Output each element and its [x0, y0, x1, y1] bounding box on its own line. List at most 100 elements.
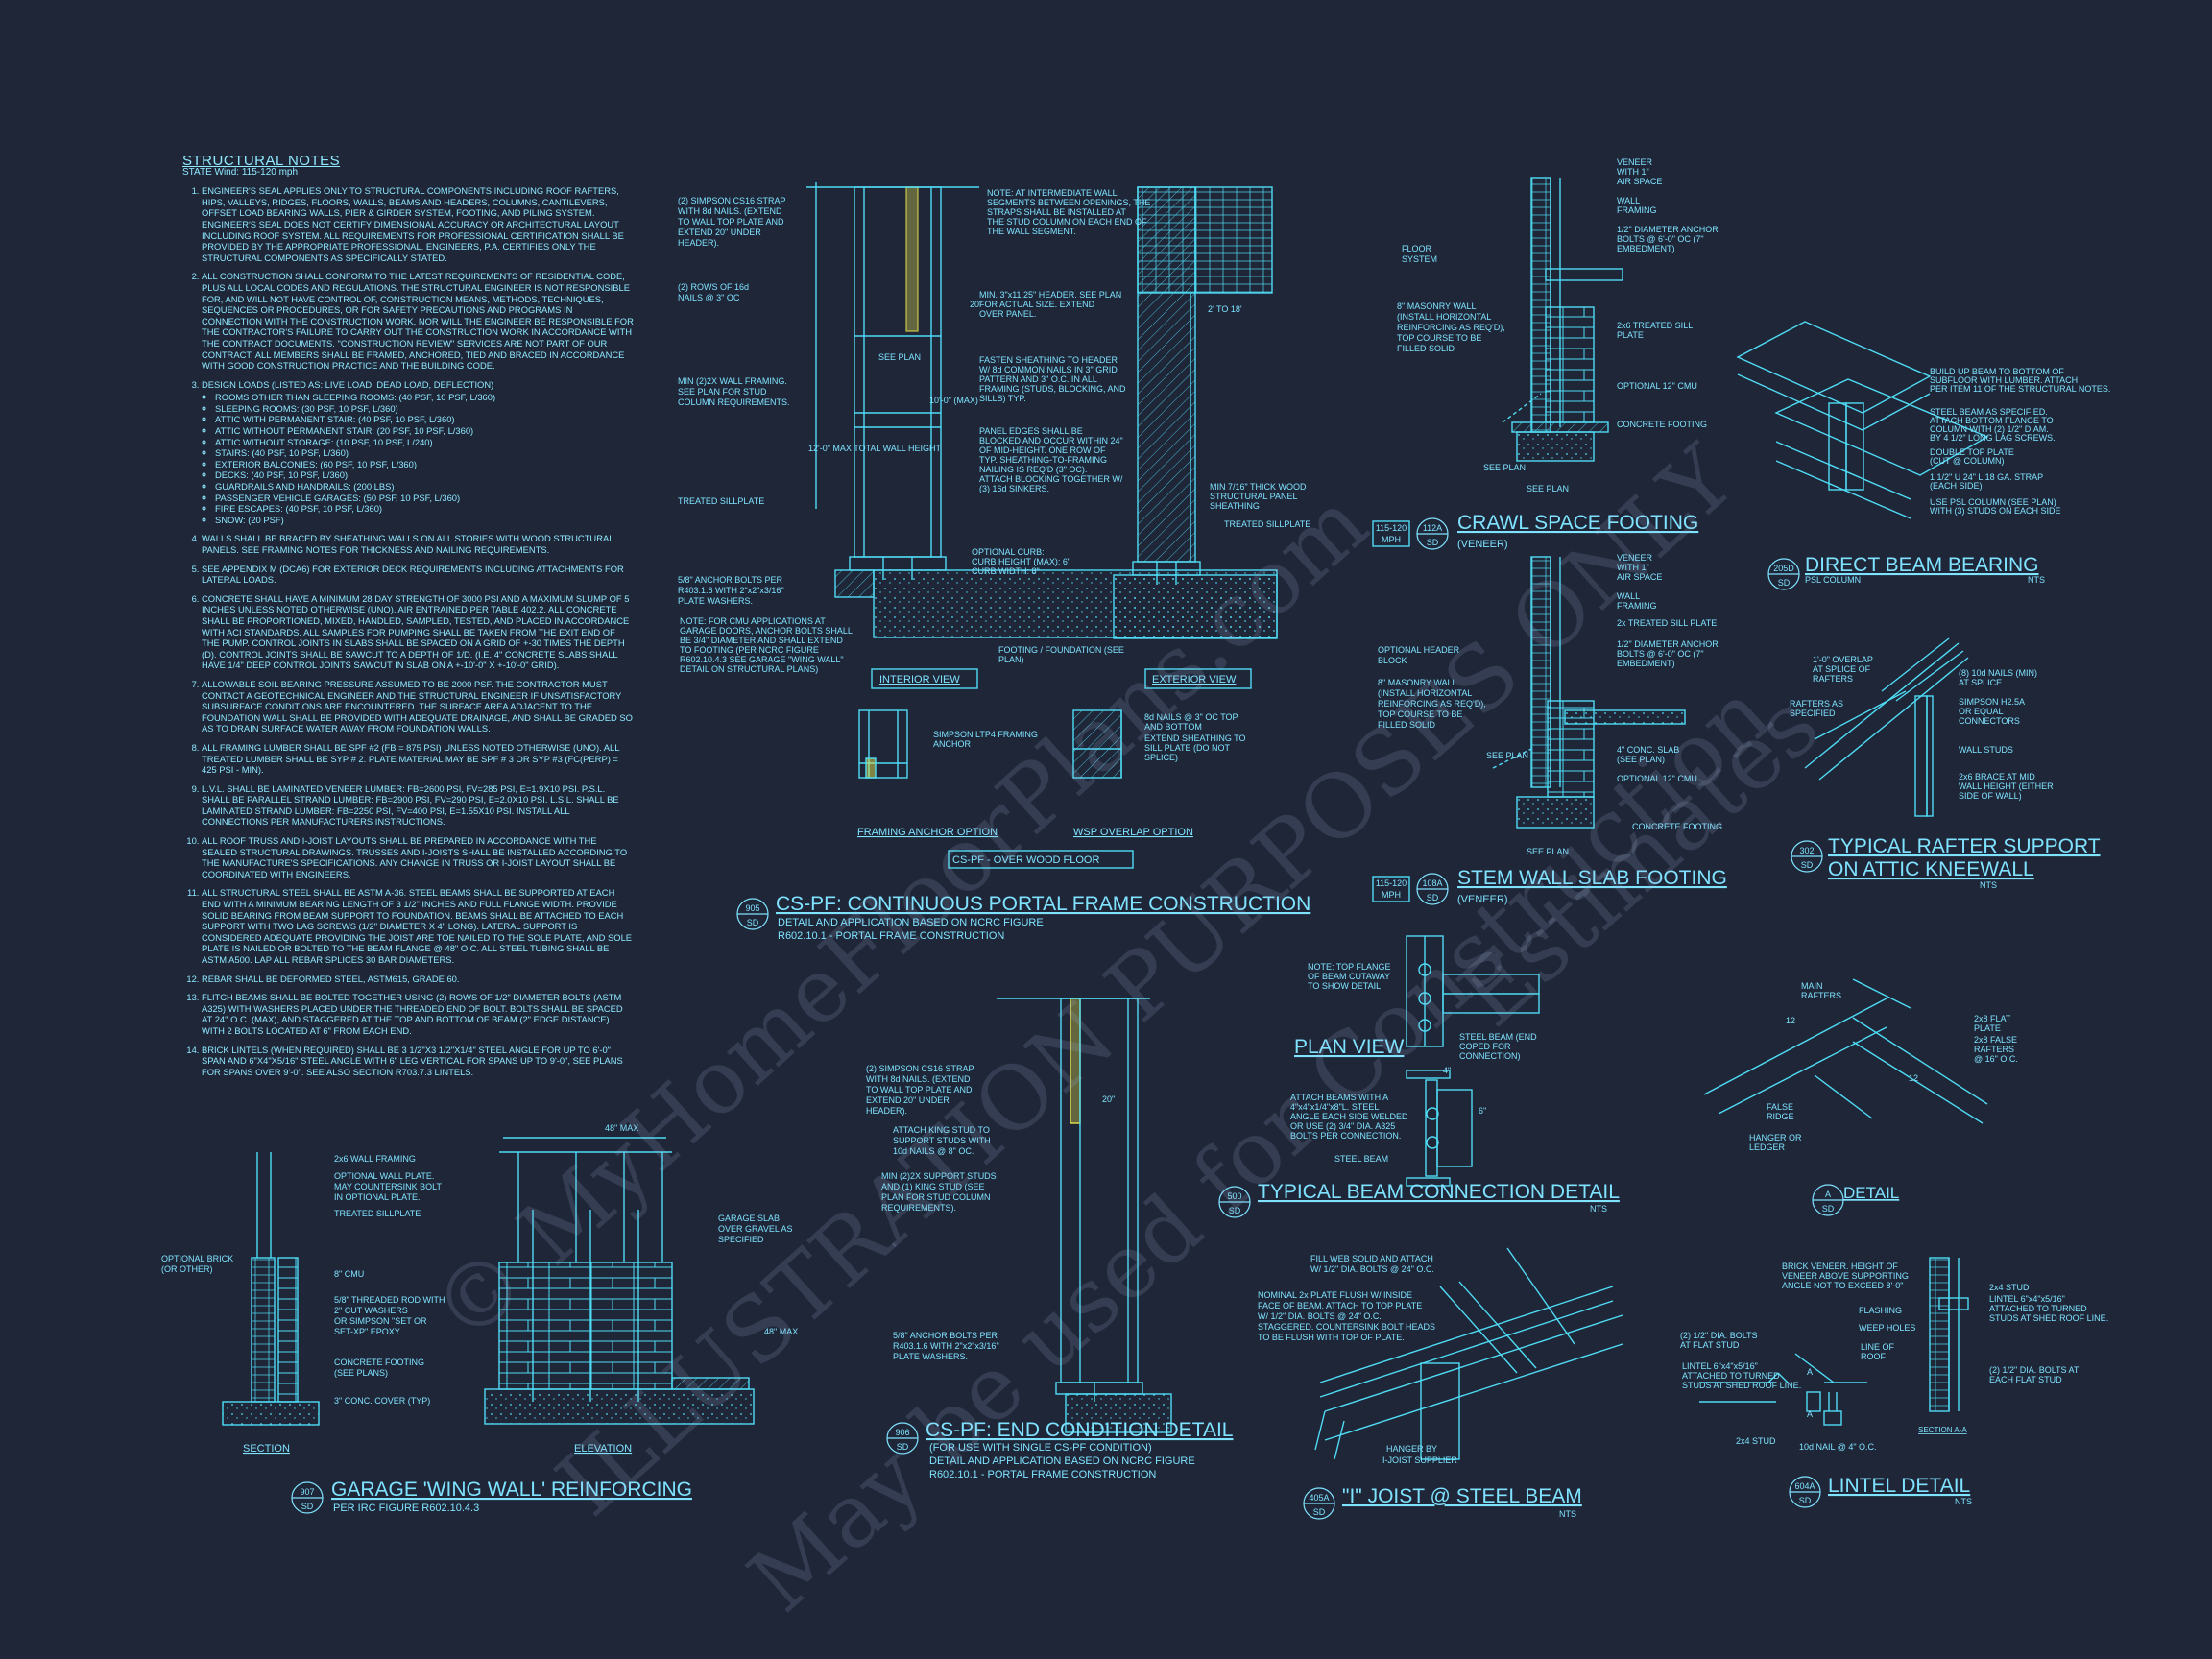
portal-callout: EXTEND SHEATHING TO [1144, 733, 1246, 743]
portal-callout: EXTEND 20" UNDER [678, 228, 761, 237]
design-load-item: SLEEPING ROOMS: (30 PSF, 10 PSF, L/360) [215, 403, 634, 415]
stem-mph-box [1372, 876, 1410, 902]
crawl-callout: EMBEDMENT) [1617, 244, 1675, 253]
portal-callout: 5/8" ANCHOR BOLTS PER [678, 575, 783, 585]
portal-callout: ANCHOR [933, 739, 972, 749]
portal-callout: TREATED SILLPLATE [1224, 519, 1310, 529]
crawl-mph2: MPH [1382, 535, 1401, 544]
note-item: FLITCH BEAMS SHALL BE BOLTED TOGETHER US… [202, 992, 634, 1036]
portal-callout: FRAMING (STUDS, BLOCKING, AND [979, 384, 1126, 394]
lintel-callout: A [1807, 1367, 1813, 1377]
lintel-callout: 2x4 STUD [1736, 1436, 1776, 1446]
ijoist-callout: STAGGERED. COUNTERSINK BOLT HEADS [1258, 1322, 1435, 1332]
note-item: L.V.L. SHALL BE LAMINATED VENEER LUMBER:… [202, 783, 634, 828]
ijoist-callout: FACE OF BEAM. ATTACH TO TOP PLATE [1258, 1301, 1422, 1310]
wing-sub: PER IRC FIGURE R602.10.4.3 [333, 1503, 479, 1514]
crawl-callout: SEE PLAN [1527, 484, 1569, 493]
adetail-callout: RIDGE [1767, 1112, 1794, 1121]
portal-sub1: DETAIL AND APPLICATION BASED ON NCRC FIG… [778, 917, 1044, 928]
adetail-callout: RAFTERS [1801, 991, 1841, 1000]
stem-callout: EMBEDMENT) [1617, 659, 1675, 668]
stem-callout: (INSTALL HORIZONTAL [1378, 688, 1472, 698]
adetail-num: A [1825, 1190, 1831, 1199]
end-callout: SUPPORT STUDS WITH [893, 1136, 991, 1145]
note-text: SEE APPENDIX M (DCA6) FOR EXTERIOR DECK … [202, 563, 624, 586]
portal-callout: MIN (2)2X WALL FRAMING. [678, 376, 787, 386]
lintel-callout: ANGLE NOT TO EXCEED 8'-0" [1782, 1281, 1903, 1290]
notes-heading: STRUCTURAL NOTES [182, 153, 341, 169]
wing-callout: OR SIMPSON "SET OR [334, 1316, 427, 1326]
wing-callout: 2" CUT WASHERS [334, 1306, 408, 1315]
end-callout: PLATE WASHERS. [893, 1352, 968, 1361]
stem-callout: SEE PLAN [1486, 751, 1528, 760]
notes-subheading: STATE Wind: 115-120 mph [182, 166, 299, 178]
beam_conn-callout: ATTACH BEAMS WITH A [1290, 1093, 1388, 1102]
rafter-num: 302 [1799, 846, 1814, 855]
beam-conn-sheet: SD [1229, 1206, 1241, 1215]
portal-callout: CURB WIDTH: 8" [972, 566, 1040, 576]
floor-caption: CS-PF - OVER WOOD FLOOR [952, 854, 1099, 866]
beam_conn-callout: ANGLE EACH SIDE WELDED [1290, 1112, 1408, 1121]
end-callout: PLAN FOR STUD COLUMN [881, 1192, 991, 1202]
stem-num: 108A [1422, 878, 1442, 888]
wing-callout: OPTIONAL BRICK [161, 1254, 233, 1263]
stem-callout: 2x TREATED SILL PLATE [1617, 618, 1717, 628]
crawl-space-drawing [1502, 177, 1623, 462]
adetail-callout: LEDGER [1749, 1142, 1786, 1152]
beam_bearing-callout: COLUMN WITH (2) 1/2" DIAM. [1930, 424, 2049, 434]
ijoist-nts: NTS [1559, 1509, 1576, 1519]
design-load-item: ROOMS OTHER THAN SLEEPING ROOMS: (40 PSF… [215, 392, 634, 403]
wing-callout: OPTIONAL WALL PLATE. [334, 1171, 434, 1181]
beam_bearing-callout: WITH (3) STUDS ON EACH SIDE [1930, 506, 2061, 516]
rafter-callout: AT SPLICE OF [1813, 664, 1871, 674]
crawl-num: 112A [1423, 523, 1442, 533]
portal-callout: AND BOTTOM [1144, 722, 1202, 732]
note-item: ALL STRUCTURAL STEEL SHALL BE ASTM A-36.… [202, 887, 634, 965]
stem-sub: (VENEER) [1457, 894, 1508, 905]
portal-callout: NOTE: AT INTERMEDIATE WALL [987, 188, 1118, 198]
note-text: ALL STRUCTURAL STEEL SHALL BE ASTM A-36.… [202, 887, 633, 965]
portal-callout: 8d NAILS @ 3" OC TOP [1144, 712, 1238, 722]
crawl-callout: (INSTALL HORIZONTAL [1397, 312, 1491, 322]
ijoist-num: 405A [1309, 1493, 1329, 1503]
beam_conn-callout: TO SHOW DETAIL [1308, 981, 1381, 991]
crawl-callout: BOLTS @ 6'-0" OC (7" [1617, 234, 1704, 244]
portal-callout: FOR ACTUAL SIZE. EXTEND [979, 300, 1095, 309]
portal-sub2: R602.10.1 - PORTAL FRAME CONSTRUCTION [778, 930, 1004, 942]
lintel-nts: NTS [1955, 1497, 1972, 1506]
wing-callout: GARAGE SLAB [718, 1214, 780, 1223]
stem-callout: FILLED SOLID [1378, 720, 1436, 730]
lintel-callout: EACH FLAT STUD [1989, 1375, 2062, 1384]
rafter-callout: WALL HEIGHT (EITHER [1959, 781, 2054, 791]
portal-callout: OF MID-HEIGHT. ONE ROW OF [979, 445, 1106, 455]
wing-section-caption: SECTION [243, 1443, 290, 1455]
lintel-sheet: SD [1799, 1496, 1812, 1505]
design-load-item: ATTIC WITHOUT STORAGE: (10 PSF, 10 PSF, … [215, 437, 634, 448]
wing-callout: IN OPTIONAL PLATE. [334, 1192, 421, 1202]
lintel-callout: (2) 1/2" DIA. BOLTS [1680, 1331, 1758, 1340]
lintel-callout: WEEP HOLES [1859, 1323, 1915, 1333]
lintel-drawing [1699, 1257, 1969, 1426]
rafter-callout: 1'-0" OVERLAP [1813, 655, 1873, 664]
ijoist-sheet: SD [1313, 1507, 1326, 1517]
lintel-num: 604A [1794, 1481, 1815, 1491]
end-sub1: (FOR USE WITH SINGLE CS-PF CONDITION) [929, 1442, 1152, 1454]
portal-callout: 12'-0" MAX TOTAL WALL HEIGHT [808, 444, 941, 453]
structural-notes: STRUCTURAL NOTES STATE Wind: 115-120 mph… [182, 153, 634, 1085]
lintel-callout: LINTEL 6"x4"x5/16" [1989, 1294, 2065, 1304]
portal-callout: SILL PLATE (DO NOT [1144, 743, 1231, 753]
adetail-title: DETAIL [1843, 1184, 1899, 1202]
rafter-callout: SIMPSON H2.5A [1959, 697, 2025, 707]
rafter-callout: (8) 10d NAILS (MIN) [1959, 668, 2037, 678]
crawl-callout: FILLED SOLID [1397, 344, 1455, 353]
crawl-callout: WALL [1617, 196, 1640, 205]
wing-callout: (SEE PLANS) [334, 1368, 388, 1378]
rafter-callout: CONNECTORS [1959, 716, 2020, 726]
beam-conn-num: 500 [1227, 1191, 1241, 1201]
portal-callout: FOOTING / FOUNDATION (SEE [998, 645, 1124, 655]
portal-callout: SEE PLAN FOR STUD [678, 387, 767, 397]
wing-title: GARAGE 'WING WALL' REINFORCING [331, 1479, 692, 1501]
interior-view-box [871, 668, 978, 689]
stem-callout: TOP COURSE TO BE [1378, 709, 1462, 719]
adetail-callout: 2x8 FALSE [1974, 1035, 2017, 1045]
